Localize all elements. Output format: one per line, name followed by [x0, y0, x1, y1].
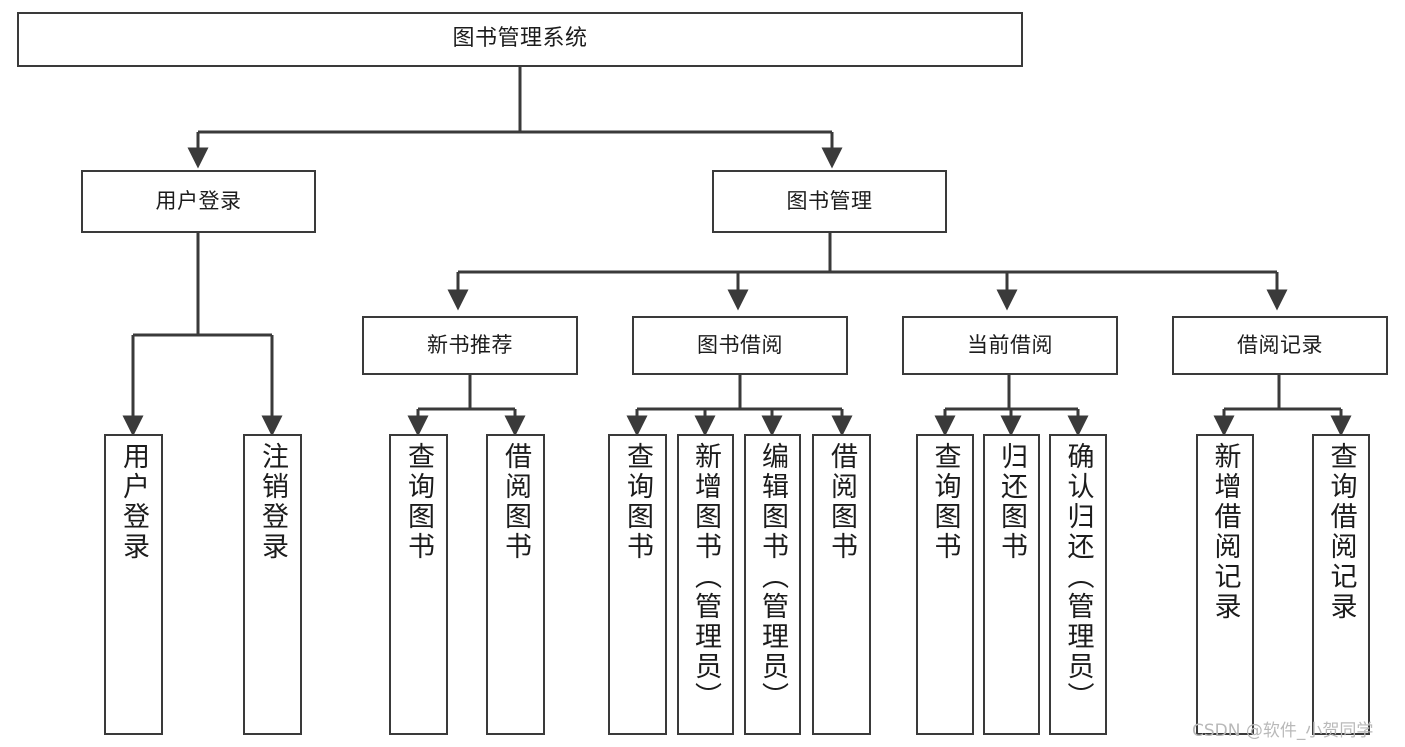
node-label: 查询图书: [403, 442, 434, 562]
leaf-logout-login[interactable]: 注销登录: [243, 434, 302, 735]
node-label: 注销登录: [257, 442, 288, 562]
node-label: 借阅图书: [500, 442, 531, 562]
node-label: 用户登录: [155, 188, 242, 213]
leaf-borrow-book-borrow[interactable]: 借阅图书: [812, 434, 871, 735]
leaf-return-book[interactable]: 归还图书: [983, 434, 1040, 735]
node-label: 图书借阅: [697, 332, 783, 357]
node-label: 编辑图书（管理员）: [757, 442, 788, 712]
node-label: 用户登录: [118, 442, 149, 562]
node-label: 归还图书: [996, 442, 1027, 562]
node-root-book-management-system[interactable]: 图书管理系统: [17, 12, 1023, 67]
leaf-borrow-book-recommend[interactable]: 借阅图书: [486, 434, 545, 735]
node-new-book-recommend[interactable]: 新书推荐: [362, 316, 578, 375]
node-borrow-record[interactable]: 借阅记录: [1172, 316, 1388, 375]
node-label: 查询图书: [622, 442, 653, 562]
node-label: 借阅记录: [1237, 332, 1323, 357]
node-user-login[interactable]: 用户登录: [81, 170, 316, 233]
node-label: 查询图书: [929, 442, 961, 562]
node-label: 借阅图书: [826, 442, 857, 562]
leaf-add-book-admin[interactable]: 新增图书（管理员）: [677, 434, 734, 735]
node-book-management[interactable]: 图书管理: [712, 170, 947, 233]
leaf-add-borrow-record[interactable]: 新增借阅记录: [1196, 434, 1254, 735]
node-label: 新增图书（管理员）: [690, 442, 721, 712]
leaf-edit-book-admin[interactable]: 编辑图书（管理员）: [744, 434, 801, 735]
watermark: CSDN @软件_小贺同学: [1192, 721, 1374, 741]
node-current-borrow[interactable]: 当前借阅: [902, 316, 1118, 375]
node-label: 图书管理系统: [452, 26, 588, 52]
leaf-confirm-return-admin[interactable]: 确认归还（管理员）: [1049, 434, 1107, 735]
node-label: 图书管理: [786, 188, 873, 213]
node-label: 新增借阅记录: [1209, 442, 1241, 622]
node-book-borrow[interactable]: 图书借阅: [632, 316, 848, 375]
node-label: 确认归还（管理员）: [1062, 442, 1094, 712]
leaf-user-login[interactable]: 用户登录: [104, 434, 163, 735]
node-label: 当前借阅: [967, 332, 1053, 357]
node-label: 新书推荐: [427, 332, 513, 357]
leaf-query-borrow-record[interactable]: 查询借阅记录: [1312, 434, 1370, 735]
node-label: 查询借阅记录: [1325, 442, 1357, 622]
leaf-query-book-current[interactable]: 查询图书: [916, 434, 974, 735]
leaf-query-book-recommend[interactable]: 查询图书: [389, 434, 448, 735]
leaf-query-book-borrow[interactable]: 查询图书: [608, 434, 667, 735]
